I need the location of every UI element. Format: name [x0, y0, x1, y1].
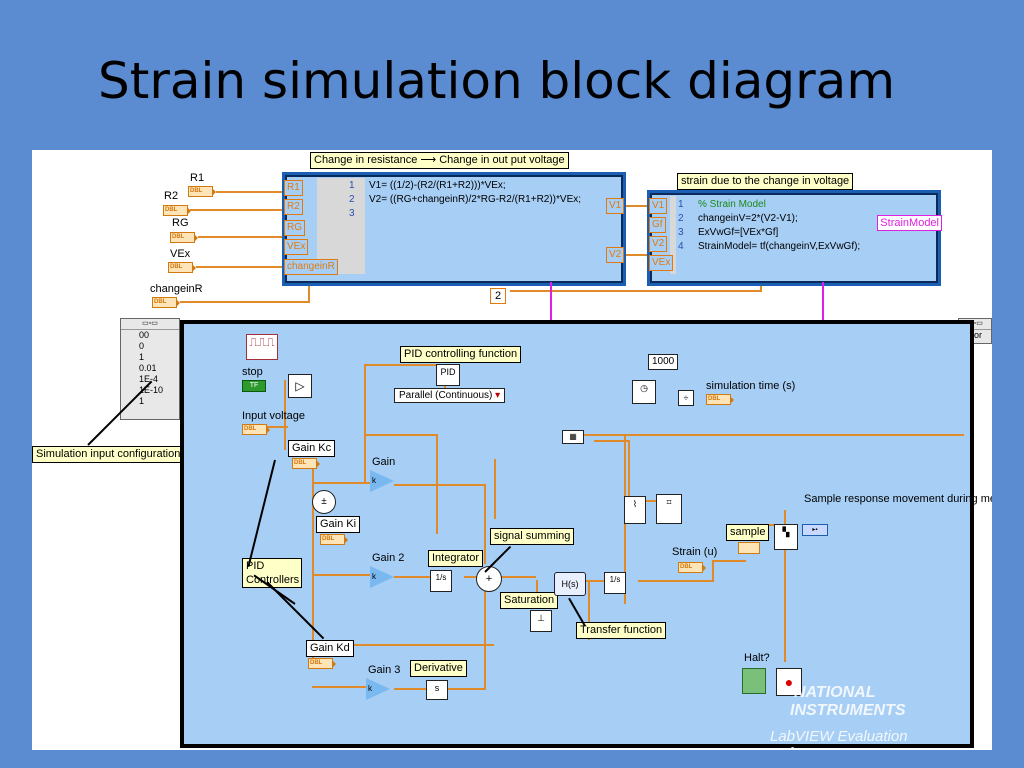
bundle-icon: ▦ [562, 430, 584, 444]
ni-logo-national: NATIONAL [794, 684, 876, 701]
output-integrator-block[interactable]: 1/s [604, 572, 626, 594]
saturation-block[interactable]: ⊥ [530, 610, 552, 632]
sample-response-label: Sample response movement during measurem… [804, 493, 992, 505]
formula1-input-vex[interactable]: VEx [284, 239, 309, 255]
annotation-strain-due-to-voltage: strain due to the change in voltage [677, 173, 854, 190]
simulation-input-configuration-label: Simulation input configuration [32, 446, 185, 463]
gain-block[interactable] [370, 470, 394, 492]
formula1-output-v1[interactable]: V1 [606, 198, 625, 214]
pid-icon[interactable]: PID [436, 364, 460, 386]
constant-1000[interactable]: 1000 [648, 354, 679, 370]
divide-icon: ÷ [678, 390, 694, 406]
formula1-input-rg[interactable]: RG [284, 220, 305, 236]
formula1-input-r2[interactable]: R2 [284, 199, 303, 215]
input-label-rg: RG [172, 217, 189, 229]
pid-controlling-function-label: PID controlling function [400, 346, 522, 363]
clock-icon: ◷ [632, 380, 656, 404]
strain-model-output[interactable]: StrainModel [877, 215, 942, 231]
formula1-input-changeinr[interactable]: changeinR [284, 259, 338, 275]
strain-u-indicator: DBL [678, 562, 706, 573]
pid-controllers-label: PID Controllers [242, 558, 302, 588]
gain-2-block[interactable] [370, 566, 394, 588]
stop-loop-icon: ● [776, 668, 802, 696]
formula2-input-vex[interactable]: VEx [649, 255, 674, 271]
signal-generator-icon[interactable]: ⎍⎍⎍ [246, 334, 278, 360]
input-label-changeinr: changeinR [150, 283, 203, 295]
waveform-chart-icon: ⌗ [656, 494, 682, 524]
vex-control[interactable]: DBL [168, 262, 196, 273]
gain-label: Gain [372, 456, 396, 468]
integrator-label: Integrator [428, 550, 484, 567]
derivative-block[interactable]: s [426, 680, 448, 700]
r2-control[interactable]: DBL [163, 205, 191, 216]
sample-label: sample [726, 524, 770, 541]
stop-label: stop [242, 366, 263, 378]
input-voltage-control[interactable]: DBL [242, 424, 270, 435]
sample-response-indicator: ▸▪ [802, 524, 828, 536]
rg-control[interactable]: DBL [170, 232, 198, 243]
labview-evaluation-watermark: LabVIEW Evaluation Software [770, 728, 908, 750]
gain-2-label: Gain 2 [372, 552, 405, 564]
r1-control[interactable]: DBL [188, 186, 216, 197]
ni-logo-instruments: INSTRUMENTS [790, 702, 906, 719]
strain-u-label: Strain (u) [672, 546, 718, 558]
formula2-input-gf[interactable]: Gf [649, 217, 666, 233]
gain-kc-label: Gain Kc [288, 440, 336, 457]
gain-ki-control[interactable]: DBL [320, 534, 348, 545]
sample-response-icon: ▚ [774, 524, 798, 550]
select-icon: ▷ [288, 374, 312, 398]
formula1-output-v2[interactable]: V2 [606, 247, 625, 263]
gain-ki-label: Gain Ki [316, 516, 361, 533]
input-label-vex: VEx [170, 248, 191, 260]
transfer-function-block[interactable]: H(s) [554, 572, 586, 596]
formula1-input-r1[interactable]: R1 [284, 180, 303, 196]
signal-sum-icon: + [476, 566, 502, 592]
gain-3-block[interactable] [366, 678, 390, 700]
saturation-label: Saturation [500, 592, 559, 609]
sample-control[interactable] [738, 542, 760, 554]
simulation-loop[interactable]: ⎍⎍⎍ stop TF ▷ Input voltage DBL Gain Kc … [180, 320, 992, 750]
simulation-time-label: simulation time (s) [706, 380, 796, 392]
simulation-time-indicator: DBL [706, 394, 734, 405]
changeinr-control[interactable]: DBL [152, 297, 180, 308]
gain-kd-control[interactable]: DBL [308, 658, 336, 669]
integrator-block[interactable]: 1/s [430, 570, 452, 592]
formula2-input-v1[interactable]: V1 [649, 198, 668, 214]
subtract-sum-icon: ± [312, 490, 336, 514]
constant-2[interactable]: 2 [490, 288, 507, 304]
stop-control[interactable]: TF [242, 380, 266, 392]
derivative-label: Derivative [410, 660, 467, 677]
transfer-function-label: Transfer function [576, 622, 667, 639]
annotation-change-in-resistance: Change in resistance ⟶ Change in out put… [310, 152, 569, 169]
block-diagram-canvas: R1 DBL R2 DBL RG DBL VEx DBL changeinR D… [32, 150, 992, 750]
pid-mode-select[interactable]: Parallel (Continuous) ▾ [394, 388, 506, 403]
halt-label: Halt? [744, 652, 770, 664]
halt-button[interactable] [742, 668, 766, 694]
signal-summing-label: signal summing [490, 528, 575, 545]
gain-kd-label: Gain Kd [306, 640, 354, 657]
input-label-r1: R1 [190, 172, 205, 184]
slide-title: Strain simulation block diagram [98, 52, 896, 110]
gain-3-label: Gain 3 [368, 664, 401, 676]
input-label-r2: R2 [164, 190, 179, 202]
graph-icon: ⌇ [624, 496, 646, 524]
formula2-input-v2[interactable]: V2 [649, 236, 668, 252]
gain-kc-control[interactable]: DBL [292, 458, 320, 469]
input-voltage-label: Input voltage [242, 410, 305, 422]
